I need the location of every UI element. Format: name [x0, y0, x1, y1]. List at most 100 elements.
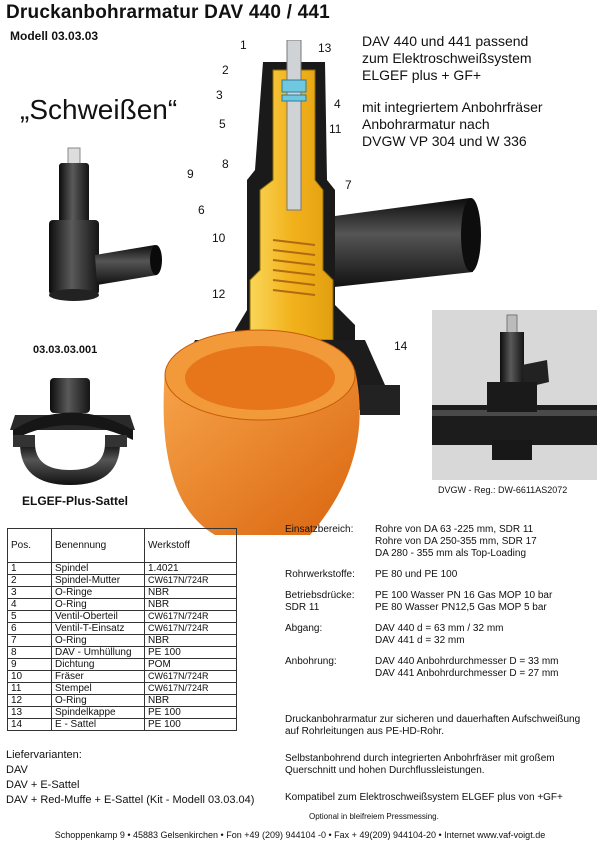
column-header: Pos.	[7, 528, 52, 563]
callout-12: 12	[212, 287, 226, 301]
cell-name: Dichtung	[51, 658, 145, 671]
delivery-variants: Liefervarianten: DAV DAV + E-Sattel DAV …	[6, 748, 254, 808]
description-line: ELGEF plus + GF+	[362, 67, 482, 83]
callout-14: 14	[394, 339, 408, 353]
spec-values: PE 100 Wasser PN 16 Gas MOP 10 bar PE 80…	[375, 590, 552, 614]
spec-value: DAV 440 Anbohrdurchmesser D = 33 mm	[375, 656, 559, 667]
callout-1: 1	[240, 38, 247, 52]
spec-value: Rohre von DA 63 -225 mm, SDR 11	[375, 524, 534, 535]
variants-heading: Liefervarianten:	[6, 749, 82, 761]
spec-label: Betriebsdrücke: SDR 11	[285, 590, 375, 614]
cell-position: 1	[7, 562, 52, 575]
cell-name: DAV - Umhüllung	[51, 646, 145, 659]
callout-11: 11	[329, 122, 342, 136]
cell-position: 4	[7, 598, 52, 611]
callout-3: 3	[216, 88, 223, 102]
description-line: DVGW VP 304 und W 336	[362, 133, 527, 149]
cell-name: O-Ring	[51, 598, 145, 611]
cell-name: Spindelkappe	[51, 706, 145, 719]
column-header: Benennung	[51, 528, 145, 563]
callout-8: 8	[222, 157, 229, 171]
spec-value: PE 80 und PE 100	[375, 569, 458, 580]
paragraph-compatibility: Kompatibel zum Elektroschweißsystem ELGE…	[285, 792, 563, 803]
spec-row: Anbohrung: DAV 440 Anbohrdurchmesser D =…	[285, 656, 595, 680]
cell-material: 1.4021	[144, 562, 237, 575]
paragraph-welding: Druckanbohrarmatur zur sicheren und daue…	[285, 714, 581, 737]
cell-material: CW617N/724R	[144, 574, 237, 587]
product-description: DAV 440 und 441 passend zum Elektroschwe…	[362, 33, 597, 150]
cell-position: 14	[7, 718, 52, 731]
cell-material: POM	[144, 658, 237, 671]
callout-13: 13	[318, 41, 332, 55]
lead-free-note: Optional in bleifreiem Pressmessing.	[309, 812, 439, 821]
cell-name: O-Ringe	[51, 586, 145, 599]
spec-label-line: SDR 11	[285, 602, 320, 613]
cell-name: Spindel	[51, 562, 145, 575]
cell-material: NBR	[144, 694, 237, 707]
cell-position: 8	[7, 646, 52, 659]
spec-row: Einsatzbereich: Rohre von DA 63 -225 mm,…	[285, 524, 595, 560]
cell-material: CW617N/724R	[144, 610, 237, 623]
spec-row: Rohrwerkstoffe: PE 80 und PE 100	[285, 569, 595, 581]
cell-position: 5	[7, 610, 52, 623]
description-line: Anbohrarmatur nach	[362, 116, 490, 132]
variant-item: DAV + E-Sattel	[6, 779, 80, 791]
spec-value: DA 280 - 355 mm als Top-Loading	[375, 548, 527, 559]
spec-row: Betriebsdrücke: SDR 11 PE 100 Wasser PN …	[285, 590, 595, 614]
spec-value: DAV 441 Anbohrdurchmesser D = 27 mm	[375, 668, 559, 679]
cell-name: Ventil-T-Einsatz	[51, 622, 145, 635]
description-line: mit integriertem Anbohrfräser	[362, 99, 543, 115]
column-header: Werkstoff	[144, 528, 237, 563]
callout-7: 7	[345, 178, 352, 192]
cell-position: 10	[7, 670, 52, 683]
spec-value: PE 80 Wasser PN12,5 Gas MOP 5 bar	[375, 602, 547, 613]
cell-name: E - Sattel	[51, 718, 145, 731]
cell-name: Ventil-Oberteil	[51, 610, 145, 623]
spec-values: PE 80 und PE 100	[375, 569, 457, 581]
spec-label: Abgang:	[285, 623, 323, 634]
specifications: Einsatzbereich: Rohre von DA 63 -225 mm,…	[285, 524, 595, 689]
description-line: DAV 440 und 441 passend	[362, 33, 529, 49]
spec-label: Anbohrung:	[285, 656, 337, 667]
cell-material: CW617N/724R	[144, 670, 237, 683]
cell-material: PE 100	[144, 718, 237, 731]
welding-heading: „Schweißen“	[20, 94, 178, 125]
cell-name: Fräser	[51, 670, 145, 683]
callout-5: 5	[219, 117, 226, 131]
cell-material: PE 100	[144, 706, 237, 719]
spec-label-line: Betriebsdrücke:	[285, 590, 355, 601]
cell-position: 13	[7, 706, 52, 719]
cell-name: O-Ring	[51, 694, 145, 707]
model-number: Modell 03.03.03	[10, 29, 99, 43]
table-header-row: Pos. Benennung Werkstoff	[7, 528, 237, 563]
spec-values: DAV 440 d = 63 mm / 32 mm DAV 441 d = 32…	[375, 623, 503, 647]
cell-name: Stempel	[51, 682, 145, 695]
paragraph-drilling: Selbstanbohrend durch integrierten Anboh…	[285, 753, 555, 776]
spec-values: Rohre von DA 63 -225 mm, SDR 11 Rohre vo…	[375, 524, 537, 560]
valve-product-image	[49, 147, 162, 301]
cell-material: NBR	[144, 634, 237, 647]
spec-value: DAV 440 d = 63 mm / 32 mm	[375, 623, 504, 634]
saddle-caption: ELGEF-Plus-Sattel	[22, 494, 129, 508]
spec-values: DAV 440 Anbohrdurchmesser D = 33 mm DAV …	[375, 656, 559, 680]
cell-material: NBR	[144, 598, 237, 611]
cell-position: 2	[7, 574, 52, 587]
cell-position: 11	[7, 682, 52, 695]
cell-name: O-Ring	[51, 634, 145, 647]
callout-9: 9	[187, 167, 194, 181]
spec-value: PE 100 Wasser PN 16 Gas MOP 10 bar	[375, 590, 553, 601]
callout-10: 10	[212, 231, 226, 245]
spec-value: Rohre von DA 250-355 mm, SDR 17	[375, 536, 537, 547]
